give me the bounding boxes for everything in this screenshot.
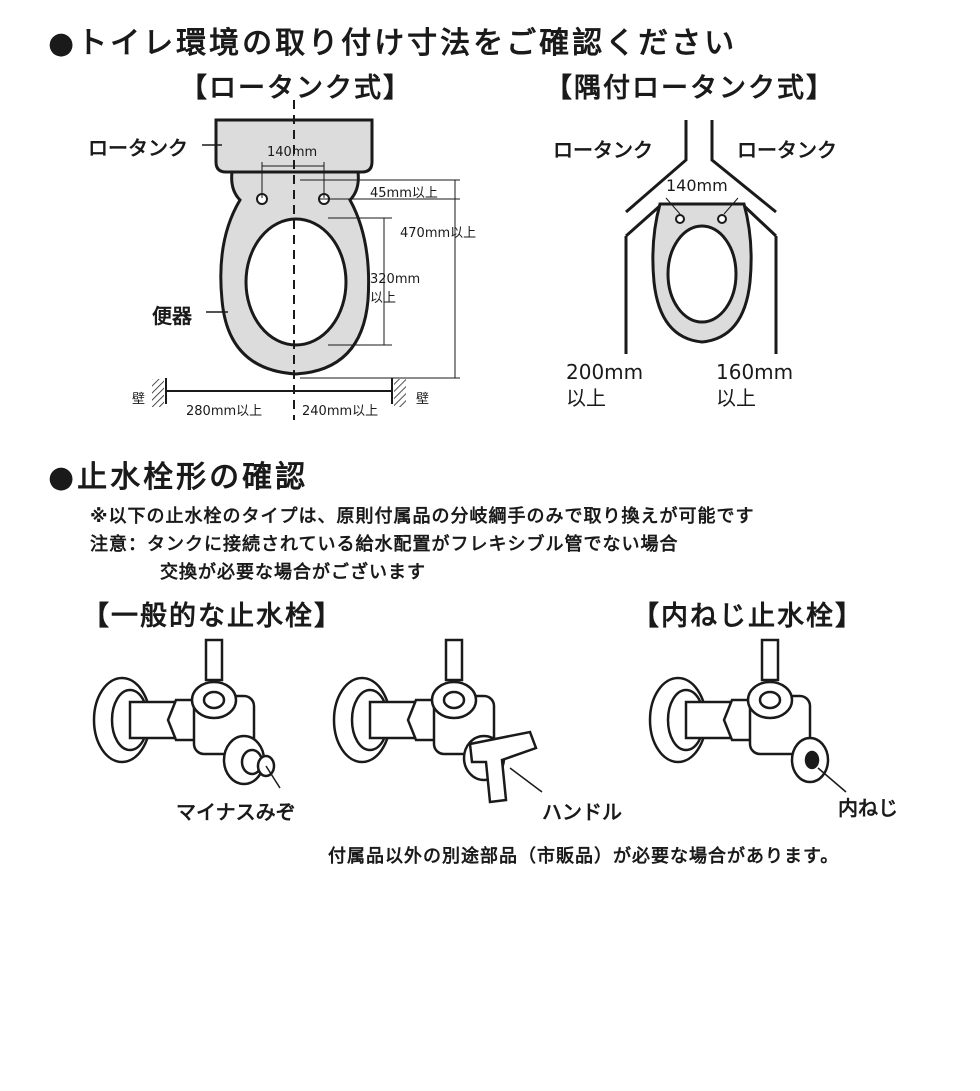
note-line-3: 交換が必要な場合がございます [160, 562, 426, 583]
wall-left-label: 壁 [132, 392, 146, 407]
dim-160-label: 160mm [716, 360, 794, 384]
dim-160-suffix: 以上 [716, 386, 756, 410]
minus-groove-label: マイナスみぞ [176, 800, 296, 824]
valve-minus-illustration [92, 638, 281, 789]
note-line-2: 注意：タンクに接続されている給水配置がフレキシブル管でない場合 [90, 534, 679, 555]
dim-320-suffix: 以上 [370, 291, 397, 306]
handle-label: ハンドル [542, 800, 622, 824]
seat-opening [244, 217, 348, 347]
inner-valve-heading: 【内ねじ止水栓】 [632, 601, 864, 632]
note-line-1: ※以下の止水栓のタイプは、原則付属品の分岐綱手のみで取り換えが可能です [90, 506, 755, 527]
dim-280-label: 280mm以上 [186, 404, 263, 419]
dim-45-label: 45mm以上 [370, 186, 438, 201]
footer-note: 付属品以外の別途部品（市販品）が必要な場合があります。 [328, 846, 840, 867]
tank-label: ロータンク [88, 136, 188, 160]
dim-470-label: 470mm以上 [400, 226, 477, 241]
corner-tank-diagram [624, 120, 778, 354]
dim-320-label: 320mm [370, 272, 421, 287]
dim-240-label: 240mm以上 [302, 404, 379, 419]
corner-tank-left-label: ロータンク [553, 138, 653, 162]
corner-dim-140-label: 140mm [666, 176, 728, 195]
section1-title: ●トイレ環境の取り付け寸法をご確認ください [48, 26, 738, 61]
section2-title: ●止水栓形の確認 [48, 460, 309, 495]
bowl-label: 便器 [152, 304, 192, 328]
dim-200-suffix: 以上 [566, 386, 606, 410]
corner-tank-right-label: ロータンク [737, 138, 837, 162]
dim-200-label: 200mm [566, 360, 644, 384]
corner-tank-heading: 【隅付ロータンク式】 [545, 73, 835, 104]
valve-handle-illustration [332, 638, 543, 804]
wall-right-label: 壁 [416, 392, 430, 407]
inner-thread-label: 内ねじ [838, 796, 898, 820]
low-tank-diagram [152, 100, 460, 420]
dim-140-label: 140mm [267, 145, 318, 160]
low-tank-heading: 【ロータンク式】 [180, 73, 412, 104]
general-valve-heading: 【一般的な止水栓】 [82, 601, 343, 632]
valve-inner-illustration [648, 638, 847, 793]
